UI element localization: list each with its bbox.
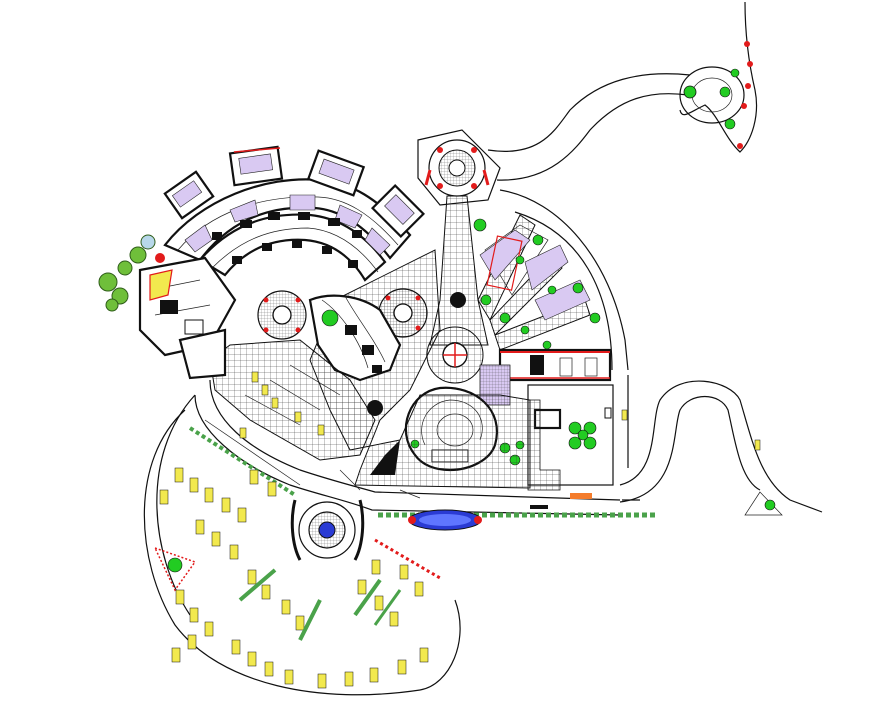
arc-pavilions: [163, 145, 426, 239]
northwest-service-block: [98, 234, 237, 380]
east-fan-wing: [473, 214, 612, 382]
boulevard-parking-stalls: [239, 371, 325, 439]
tree-icon: [724, 118, 736, 130]
planted-medians: [238, 568, 402, 641]
main-arc-building: [163, 178, 412, 282]
tree-icon: [683, 85, 697, 99]
marker-icon: [745, 83, 751, 89]
circular-parking-lot: [143, 394, 461, 696]
roundabout-icon: [318, 521, 336, 539]
tree-icon: [719, 86, 731, 98]
entrance-boulevard: [194, 371, 655, 531]
marker-icon: [737, 143, 743, 149]
arc-room-blocks: [212, 212, 362, 268]
tree-icon: [730, 68, 740, 78]
east-perimeter-road: [499, 189, 629, 371]
marker-icon: [744, 41, 750, 47]
marker-icon: [741, 103, 747, 109]
access-road-north: [487, 1, 758, 181]
parking-rows: [159, 467, 429, 689]
access-road-east: [619, 375, 823, 516]
central-spine-walkway: [429, 195, 489, 346]
marker-icon: [747, 61, 753, 67]
tree-cluster: [98, 234, 165, 312]
west-courtyard: [209, 290, 376, 461]
north-plaza: [417, 129, 501, 206]
parking-lot-tree-triangle: [153, 546, 197, 592]
east-garden-block: [527, 384, 614, 491]
tree-icon: [764, 499, 776, 511]
south-wedge-rooms: [308, 294, 402, 382]
central-roundabout: [290, 499, 365, 561]
tree-icon: [167, 557, 183, 573]
roundabout-north-east: [679, 41, 753, 149]
